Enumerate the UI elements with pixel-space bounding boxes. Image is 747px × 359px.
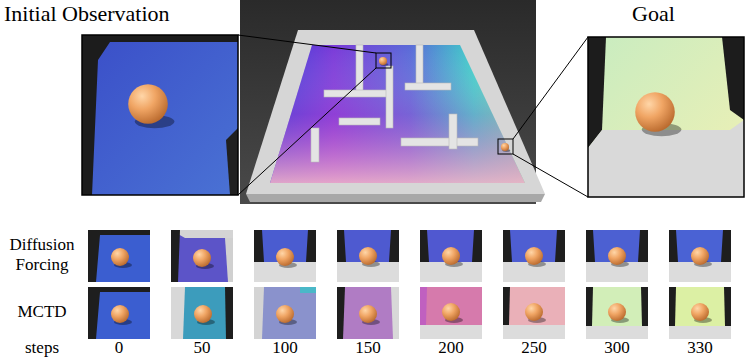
step-number: 100 [255,338,315,358]
initial-inset [82,35,238,195]
step-number: 330 [670,338,730,358]
step-number: 200 [421,338,481,358]
step-number: 300 [587,338,647,358]
inset-title: Goal [632,1,702,26]
row-label: Diffusion Forcing [0,235,84,274]
step-number: 50 [172,338,232,358]
axis-label: steps [0,338,84,358]
zoom-leader [238,35,588,197]
step-number: 150 [338,338,398,358]
inset-title: Initial Observation [4,1,239,26]
mctd-frames [88,287,731,339]
step-number: 0 [89,338,149,358]
diffusion-forcing-frames [88,230,731,282]
goal-inset [588,37,744,197]
maze-render [240,0,545,204]
step-number: 250 [504,338,564,358]
row-label: MCTD [0,302,84,322]
